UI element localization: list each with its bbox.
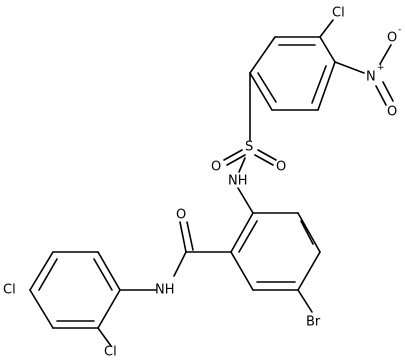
- atom-cl-bottom: Cl: [104, 345, 117, 360]
- bond: [97, 251, 121, 291]
- atom-cl-left: Cl: [3, 283, 16, 298]
- atom-n-nitro: N: [366, 70, 376, 85]
- bond: [334, 61, 365, 74]
- atom-o-sulfonyl-left: O: [211, 160, 221, 175]
- bond: [375, 85, 387, 106]
- bond: [173, 251, 187, 277]
- bond: [249, 72, 273, 111]
- bond: [297, 289, 313, 313]
- bond: [97, 327, 112, 347]
- bond: [230, 212, 254, 253]
- atom-cl-top: Cl: [332, 6, 345, 21]
- bond: [317, 61, 336, 111]
- bond-inner: [300, 220, 314, 245]
- ring-dichlorophenyl: [29, 251, 121, 329]
- bond: [297, 251, 321, 291]
- bond: [319, 19, 334, 38]
- bond-inner: [93, 258, 113, 291]
- bond-inner: [311, 65, 327, 104]
- bond-inner: [238, 220, 258, 253]
- atom-nh-sulfonamide: NH: [228, 174, 248, 189]
- bond: [379, 44, 392, 65]
- bond: [297, 212, 321, 253]
- bond: [226, 154, 246, 166]
- bond: [186, 221, 194, 251]
- bond: [237, 187, 254, 214]
- ring-chloronitrophenyl: [249, 36, 336, 111]
- bond: [223, 149, 243, 161]
- charge-plus: +: [377, 63, 385, 73]
- atom-o-amide: O: [176, 208, 186, 223]
- bond: [254, 154, 274, 166]
- atom-o-bottom: O: [387, 105, 397, 120]
- ring-benzamide: [230, 212, 321, 291]
- bond: [179, 221, 187, 253]
- bond: [382, 81, 394, 102]
- bond: [249, 36, 276, 74]
- bond-inner: [38, 258, 58, 291]
- bond: [29, 251, 54, 291]
- bond: [319, 36, 336, 63]
- atom-o-sulfonyl-right: O: [276, 160, 286, 175]
- bond: [238, 157, 246, 173]
- bond: [230, 251, 254, 291]
- atom-nh-amide: NH: [155, 283, 175, 298]
- atom-br: Br: [306, 315, 321, 330]
- atom-o-top: O: [387, 31, 397, 46]
- bond: [97, 289, 121, 329]
- charge-minus: -: [398, 25, 401, 35]
- bond: [29, 289, 54, 329]
- atom-s: S: [245, 140, 253, 155]
- bond-inner: [257, 72, 277, 103]
- bond: [257, 149, 277, 161]
